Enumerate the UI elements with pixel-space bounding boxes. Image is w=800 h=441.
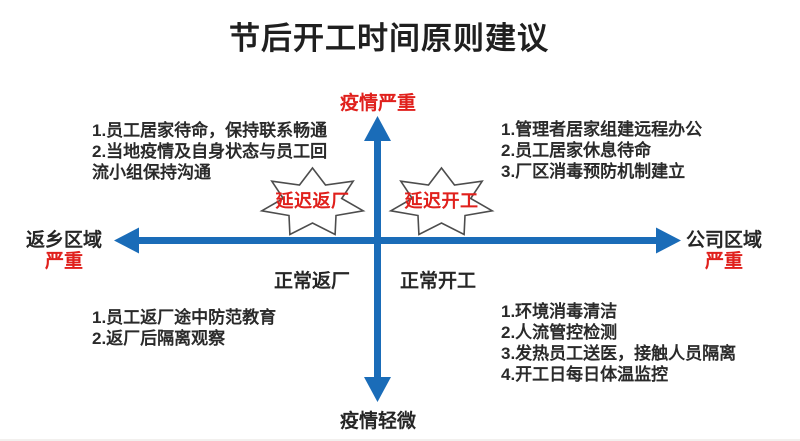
list-item: 3.厂区消毒预防机制建立 [501,162,686,181]
list-item: 1.环境消毒清洁 [501,302,618,321]
list-item: 3.发热员工送医，接触人员隔离 [501,344,737,363]
list-item: 4.开工日每日体温监控 [501,365,669,384]
axis-label-company-region: 公司区域 严重 [680,230,768,272]
arrowhead-right-icon [656,227,681,254]
list-item: 1.管理者居家组建远程办公 [501,120,703,139]
list-item: 1.员工居家待命，保持联系畅通 [92,121,328,140]
starburst-icon [388,166,495,236]
list-item: 2.返厂后隔离观察 [92,329,226,348]
delay-start-work-label: 延迟开工 [404,191,479,211]
delay-return-factory-badge: 延迟返厂 [259,166,366,240]
list-item: 2.当地疫情及自身状态与员工回流小组保持沟通 [92,142,328,182]
company-region-label: 公司区域 [685,230,762,251]
list-item: 2.员工居家休息待命 [501,141,652,160]
delay-start-work-badge: 延迟开工 [388,166,495,240]
page-title: 节后开工时间原则建议 [229,21,549,56]
axis-label-epidemic-severe: 疫情严重 [339,93,416,114]
quadrant-bottom-right-list: 1.环境消毒清洁 2.人流管控检测 3.发热员工送医，接触人员隔离 4.开工日每… [501,301,759,385]
arrowhead-down-icon [364,377,391,402]
delay-return-factory-label: 延迟返厂 [275,191,350,211]
axis-label-epidemic-mild: 疫情轻微 [339,411,416,432]
hometown-severe-label: 严重 [44,251,83,272]
normal-start-work-label: 正常开工 [399,271,476,292]
list-item: 1.员工返厂途中防范教育 [92,308,277,327]
starburst-icon [259,166,366,236]
arrowhead-up-icon [364,116,391,141]
axis-label-hometown-region: 返乡区域 严重 [20,230,108,272]
normal-return-factory-label: 正常返厂 [273,271,350,292]
quadrant-top-left-list: 1.员工居家待命，保持联系畅通 2.当地疫情及自身状态与员工回流小组保持沟通 [92,120,334,183]
company-severe-label: 严重 [704,251,743,272]
arrowhead-left-icon [114,227,139,254]
list-item: 2.人流管控检测 [501,323,618,342]
hometown-region-label: 返乡区域 [25,230,102,251]
quadrant-bottom-left-list: 1.员工返厂途中防范教育 2.返厂后隔离观察 [92,307,332,349]
quadrant-top-right-list: 1.管理者居家组建远程办公 2.员工居家休息待命 3.厂区消毒预防机制建立 [501,119,753,182]
bottom-divider [0,439,800,441]
